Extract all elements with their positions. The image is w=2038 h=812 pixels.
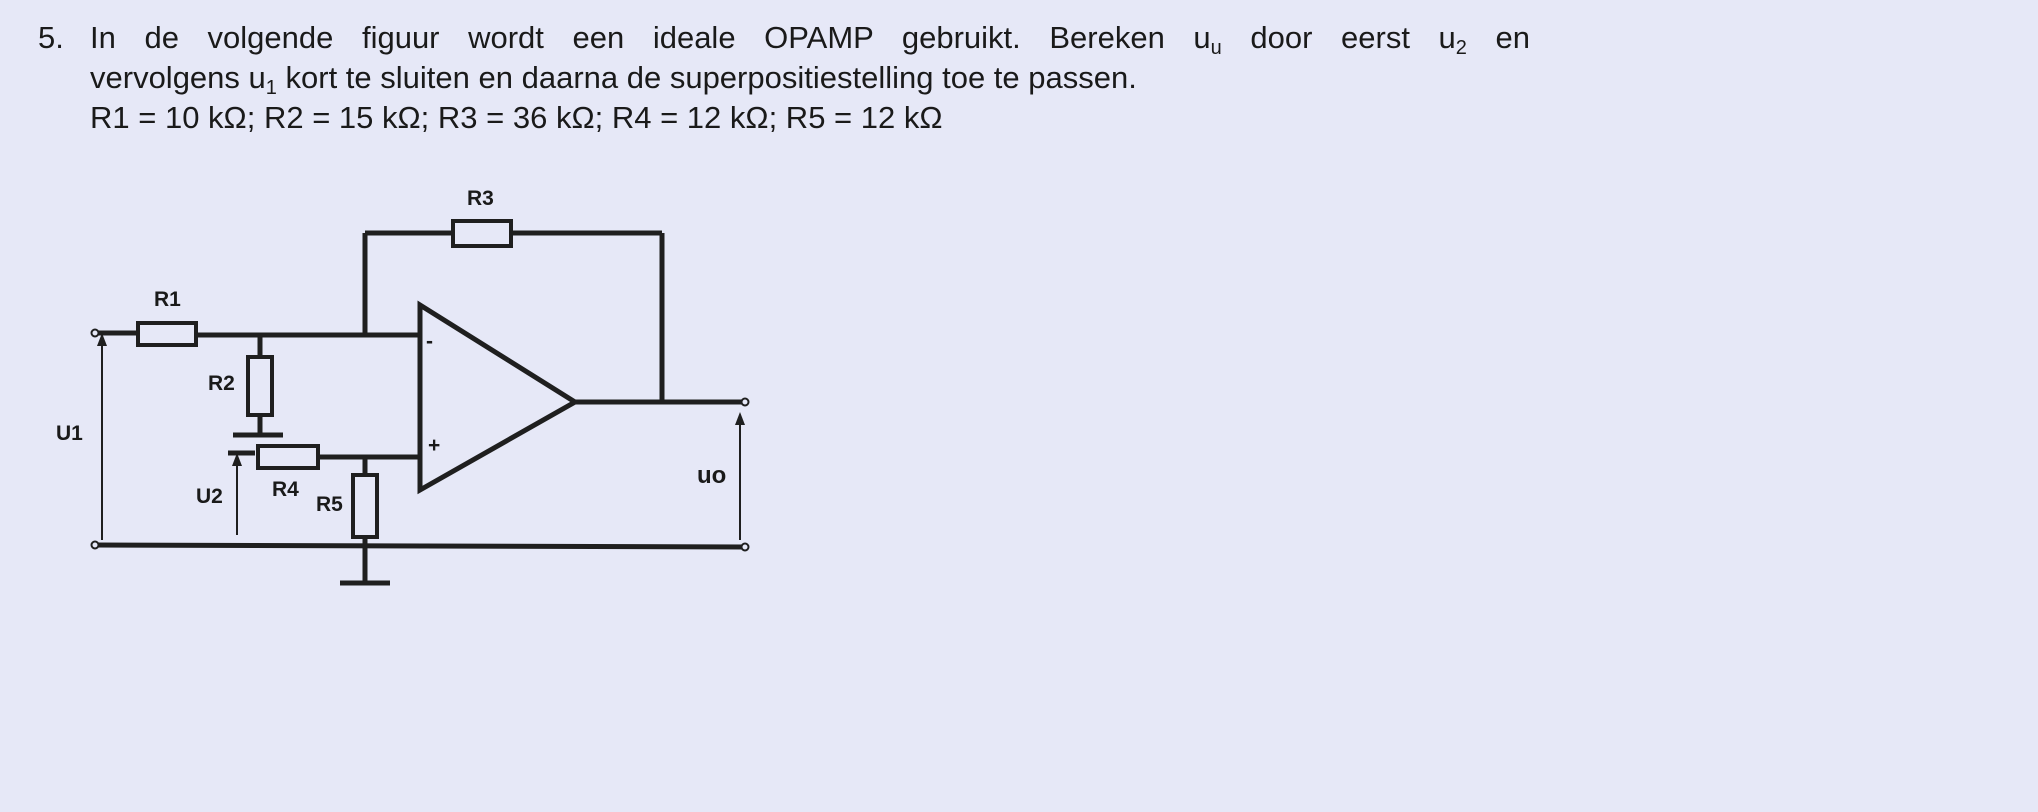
arrow-u2-icon — [232, 453, 242, 466]
arrow-uo-icon — [735, 412, 745, 425]
subscript: 2 — [1455, 37, 1467, 56]
resistor-r1 — [136, 321, 198, 347]
subscript: u — [1210, 37, 1222, 56]
text: vervolgens u — [90, 60, 266, 95]
question-text-line-2: vervolgens u1 kort te sluiten en daarna … — [90, 60, 1137, 99]
voltage-arrows — [97, 333, 745, 540]
text: In de volgende figuur wordt een ideale O… — [90, 20, 1211, 55]
label-r1: R1 — [154, 288, 181, 311]
terminal-u1-bottom — [90, 540, 100, 550]
wires — [94, 230, 746, 586]
question-number: 5. — [38, 20, 64, 55]
terminal-u1-top — [90, 328, 100, 338]
resistor-r4 — [256, 444, 320, 470]
text: door eerst u — [1221, 20, 1456, 55]
resistor-r2 — [246, 355, 274, 417]
terminal-uo-bottom — [740, 542, 750, 552]
arrow-u1-icon — [97, 333, 107, 346]
label-u1: U1 — [56, 422, 83, 445]
opamp-triangle — [417, 300, 580, 495]
label-noninverting-input: + — [428, 434, 440, 457]
question-text-line-1: In de volgende figuur wordt een ideale O… — [90, 20, 1530, 56]
subscript: 1 — [265, 77, 277, 99]
resistor-values: R1 = 10 kΩ; R2 = 15 kΩ; R3 = 36 kΩ; R4 =… — [90, 100, 943, 135]
text: en — [1466, 20, 1531, 55]
text: kort te sluiten en daarna de superpositi… — [276, 60, 1137, 95]
label-uo: uo — [697, 462, 726, 489]
resistor-r5 — [351, 473, 379, 539]
label-inverting-input: - — [426, 330, 433, 353]
label-r2: R2 — [208, 372, 235, 395]
label-r4: R4 — [272, 478, 299, 501]
resistor-r3 — [451, 219, 513, 248]
label-r5: R5 — [316, 493, 343, 516]
label-u2: U2 — [196, 485, 223, 508]
terminal-uo-top — [740, 397, 750, 407]
label-r3: R3 — [467, 187, 494, 210]
